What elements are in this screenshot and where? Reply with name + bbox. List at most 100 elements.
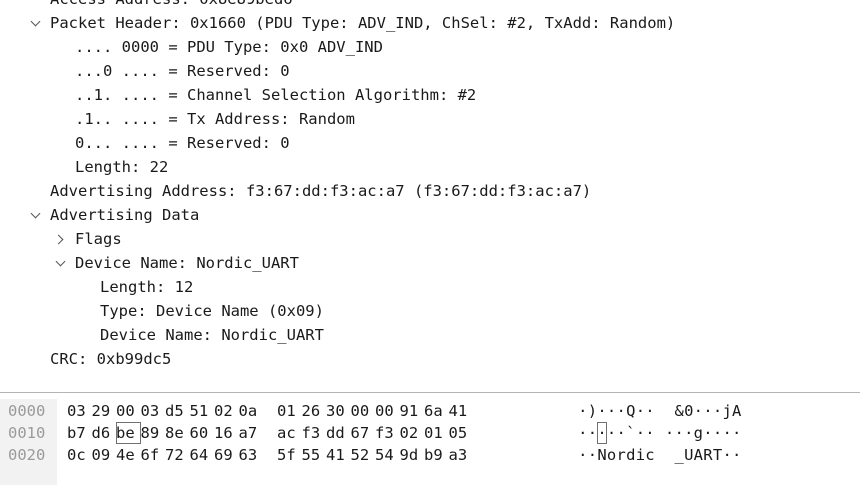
chevron-down-icon[interactable] [53,251,67,275]
ascii-char[interactable]: · [578,446,588,464]
hex-byte[interactable]: 29 [91,402,111,420]
ascii-char[interactable]: d [626,446,636,464]
hex-byte[interactable]: 30 [326,402,345,420]
ascii-char[interactable]: · [578,402,588,420]
chevron-right-icon[interactable] [53,227,67,251]
hex-byte[interactable]: 5f [277,446,296,464]
hex-byte[interactable]: f3 [375,424,394,442]
hex-byte[interactable]: 00 [350,402,370,420]
ascii-char[interactable]: A [732,402,742,420]
hex-byte[interactable]: 05 [448,424,468,442]
ascii-char[interactable]: j [722,402,732,420]
hex-byte[interactable]: d6 [91,424,111,442]
ascii-char[interactable]: · [587,424,598,442]
ascii-char[interactable]: · [703,424,713,442]
hex-byte[interactable]: 41 [448,402,468,420]
hex-byte[interactable]: 69 [214,446,233,464]
ascii-char[interactable]: ) [587,402,598,420]
ascii-char[interactable]: · [616,402,626,420]
hex-byte[interactable]: 51 [189,402,209,420]
ascii-char[interactable]: · [712,424,723,442]
ascii-char[interactable]: · [606,402,617,420]
hex-byte[interactable]: 60 [189,424,209,442]
ascii-char[interactable]: · [712,402,723,420]
ascii-char[interactable]: T [712,446,723,464]
hex-byte[interactable]: 67 [350,424,370,442]
hex-byte[interactable]: 03 [67,402,86,420]
ascii-char[interactable] [665,400,675,422]
hex-byte[interactable]: b7 [67,424,86,442]
ascii-char[interactable]: ` [626,424,636,442]
ascii-char[interactable]: · [597,402,607,420]
packet-details-tree[interactable]: Access Address: 0x8e89bed6Packet Header:… [0,0,860,382]
hex-byte[interactable]: ac [277,424,296,442]
hex-byte[interactable]: 09 [91,446,111,464]
ascii-char[interactable]: & [674,402,684,420]
hex-byte[interactable]: a3 [448,446,468,464]
ascii-char[interactable]: · [703,402,713,420]
ascii-char[interactable]: · [635,424,646,442]
hex-byte[interactable]: 0c [67,446,86,464]
ascii-char[interactable]: · [693,402,703,420]
ascii-char[interactable]: _ [674,446,684,464]
ascii-char[interactable]: o [606,446,617,464]
ascii-char[interactable]: A [693,446,703,464]
hex-byte[interactable]: 02 [214,402,233,420]
hex-byte[interactable]: 91 [399,402,419,420]
ascii-char[interactable]: i [635,446,646,464]
hex-byte[interactable]: 00 [116,402,135,420]
ascii-char[interactable]: · [635,402,646,420]
ascii-char[interactable]: 0 [684,402,694,420]
hex-byte[interactable]: 01 [277,402,296,420]
ascii-char[interactable]: · [597,422,607,444]
hex-byte[interactable]: f3 [301,424,321,442]
hex-byte[interactable]: 0a [238,402,258,420]
ascii-char[interactable]: · [645,424,655,442]
ascii-char[interactable]: U [684,446,694,464]
hex-byte[interactable]: 55 [301,446,321,464]
ascii-char[interactable]: · [732,424,742,442]
ascii-char[interactable]: r [616,446,626,464]
ascii-char[interactable]: R [703,446,713,464]
hex-byte[interactable]: 72 [165,446,184,464]
hex-byte[interactable]: 64 [189,446,209,464]
hex-byte[interactable]: 26 [301,402,321,420]
ascii-char[interactable]: · [684,424,694,442]
hex-byte[interactable]: 6a [424,402,443,420]
hex-byte[interactable]: 9d [399,446,419,464]
hex-byte[interactable]: 8e [165,424,184,442]
ascii-char[interactable]: · [606,424,617,442]
hex-byte[interactable]: 63 [238,446,258,464]
hex-byte[interactable]: dd [326,424,345,442]
hex-byte[interactable]: 41 [326,446,345,464]
hex-byte[interactable]: a7 [238,424,258,442]
ascii-char[interactable]: N [597,446,607,464]
chevron-down-icon[interactable] [28,203,42,227]
ascii-char[interactable]: · [722,446,732,464]
ascii-char[interactable]: · [674,424,684,442]
hex-byte[interactable]: d5 [165,402,184,420]
hex-byte[interactable]: b9 [424,446,443,464]
ascii-char[interactable]: · [616,424,626,442]
ascii-char[interactable] [665,444,675,466]
hex-byte[interactable]: 4e [116,446,135,464]
hex-byte[interactable]: 54 [375,446,394,464]
hex-byte[interactable]: 01 [424,424,443,442]
ascii-char[interactable]: · [645,402,655,420]
hex-byte[interactable]: 6f [140,446,160,464]
pane-splitter[interactable] [0,392,860,393]
ascii-char[interactable]: Q [626,402,636,420]
hex-byte[interactable]: 02 [399,424,419,442]
ascii-char[interactable]: · [722,424,732,442]
ascii-char[interactable]: c [645,446,655,464]
hex-byte[interactable]: 52 [350,446,370,464]
hex-byte[interactable]: 00 [375,402,394,420]
ascii-char[interactable]: · [578,424,588,442]
ascii-char[interactable]: · [732,446,742,464]
hex-byte[interactable]: 03 [140,402,160,420]
hex-byte[interactable]: be [116,422,141,444]
ascii-char[interactable]: g [693,424,703,442]
ascii-char[interactable]: · [664,424,675,442]
ascii-char[interactable]: · [587,446,598,464]
